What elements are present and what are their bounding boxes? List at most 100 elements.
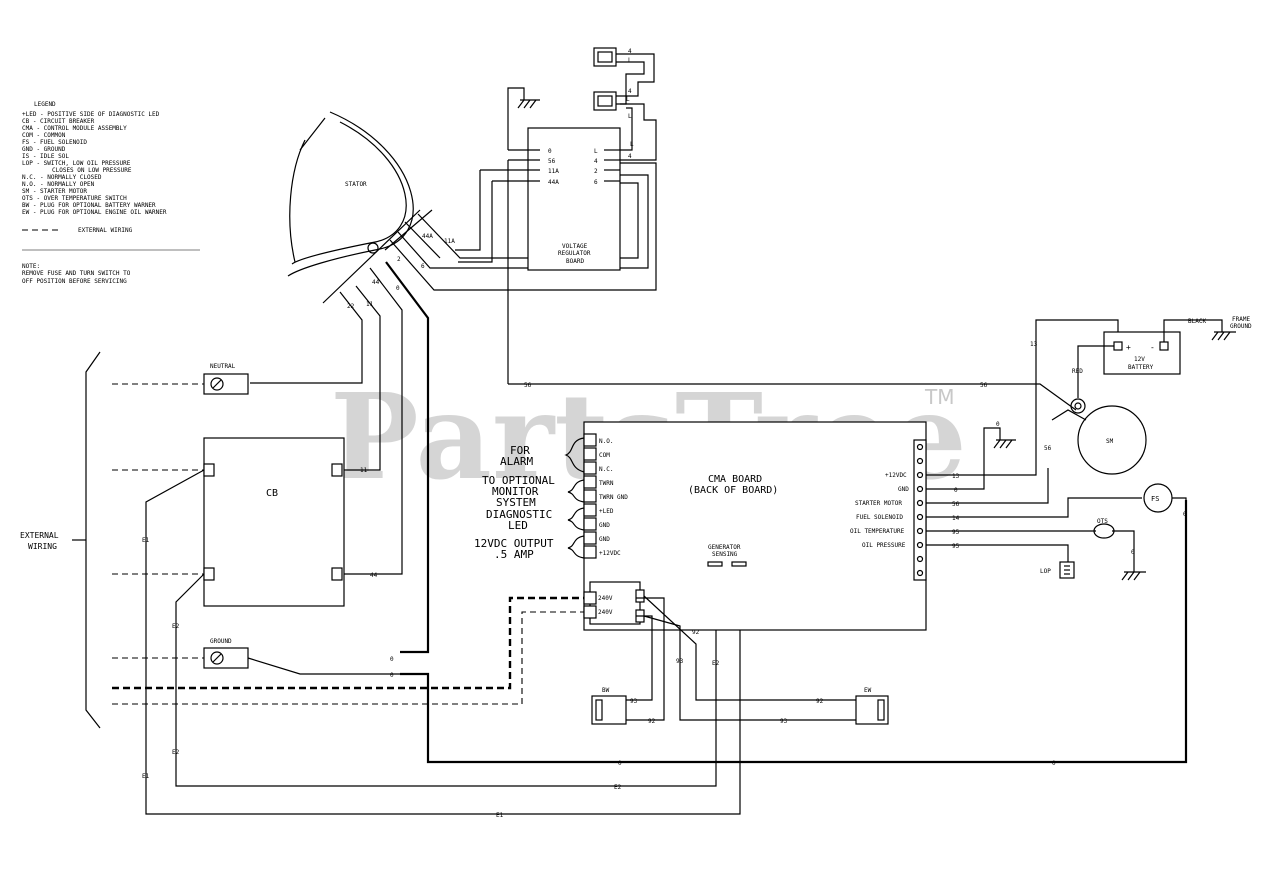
wire-label: 93 [630,698,638,705]
wire-label: 0 [1052,760,1056,767]
connector-label: 4 [628,88,632,95]
stator-top-edge [299,117,326,151]
diagnostic-label: DIAGNOSTIC [486,508,552,521]
note-title: NOTE: [22,263,40,270]
wire-0-main [400,500,1188,764]
wire-label: 0 [1183,511,1187,518]
vr-pin-label: 0 [548,148,552,155]
cma-board-subtitle: (BACK OF BOARD) [688,485,778,496]
legend-item: COM - COMMON [22,132,66,139]
wire-label: 11A [444,238,455,245]
wire-e2 [175,566,717,787]
frame-ground-label: GROUND [1230,323,1252,330]
screw-icon [210,651,224,665]
vr-pin-label: 6 [594,179,598,186]
legend-item: N.C. - NORMALLY CLOSED [22,174,102,181]
legend: LEGEND +LED - POSITIVE SIDE OF DIAGNOSTI… [22,101,200,285]
connector-label: L [626,96,630,103]
vr-pin-label: 44A [548,179,559,186]
stator-inner-arc [291,121,407,265]
wire-label: E1 [142,537,150,544]
wire-label: 13 [952,473,960,480]
wire-label: 14 [952,515,960,522]
brace-icon [567,535,585,559]
red-label: RED [1072,368,1083,375]
wire-13 [926,319,1119,476]
legend-item: OTS - OVER TEMPERATURE SWITCH [22,195,127,202]
wire-11a [455,170,481,251]
wire-label: 2 [397,256,401,263]
wire-44 [338,267,403,575]
generator-sensing-label: GENERATOR [708,544,741,551]
note-line2: OFF POSITION BEFORE SERVICING [22,278,127,285]
terminal [916,471,924,479]
cb-terminal [203,463,215,477]
wire-label: 95 [952,543,960,550]
terminal [916,513,924,521]
terminal [916,485,924,493]
wire-label: 0 [396,285,400,292]
terminal-label: GND [599,536,610,543]
terminal [916,527,924,535]
ew-plug-icon [877,699,885,721]
wire-14 [926,497,1142,518]
wire-44a [417,182,639,259]
stator-label: STATOR [345,181,367,188]
brace-icon [564,437,585,473]
wire-label: 0 [618,760,622,767]
terminal-label: GND [599,522,610,529]
neutral-label: NEUTRAL [210,363,236,370]
terminal [583,605,597,619]
stator-base-line [322,209,421,304]
terminal-label: COM [599,452,610,459]
sm-label: SM [1106,438,1114,445]
wire-label: 56 [980,382,988,389]
legend-item: GND - GROUND [22,146,66,153]
battery-plus: + [1126,343,1131,352]
cb-terminal [203,567,215,581]
wire-label: 92 [648,718,656,725]
wire-label: 92 [692,629,700,636]
wire-l-down [620,107,633,151]
vr-pin-label: 2 [594,168,598,175]
terminal [635,589,645,603]
wire-label: 11 [360,467,368,474]
wire-vr-ground [507,87,525,150]
terminal [583,591,597,605]
ground-icon [1121,571,1146,581]
bracket-line [85,351,101,729]
ground-label: GROUND [210,638,232,645]
monitor-label: MONITOR [492,485,539,498]
output-label: 12VDC OUTPUT [474,537,554,550]
wire-92-bw [626,597,665,721]
plug-connectors: 4 L 4 L L L 4 [593,47,657,161]
note-line1: REMOVE FUSE AND TURN SWITCH TO [22,270,131,277]
wire-label: 13 [1030,341,1038,348]
terminal-label: STARTER MOTOR [855,500,902,507]
terminal [916,541,924,549]
cma-right-terminals: +12VDC GND STARTER MOTOR FUEL SOLENOID O… [850,439,927,581]
240v-block-box [589,581,641,625]
wire-label: 6 [421,263,425,270]
terminal [583,447,597,461]
wire-gnd [926,427,1001,490]
ground-icon [517,99,540,109]
wire-label: 93 [676,658,684,665]
sensing-terminal [731,561,747,567]
terminal [916,457,924,465]
bw-ew-wiring: 92 93 93 92 92 93 BW EW [591,595,889,725]
wire-label: 0 [390,672,394,679]
battery [1103,331,1181,375]
alarm-label: ALARM [500,455,533,468]
wire-6 [389,162,657,291]
sensing-terminal [707,561,723,567]
wire-label: 95 [952,529,960,536]
legend-external-wiring: EXTERNAL WIRING [78,227,133,234]
ground-icon [1211,331,1236,341]
wire-56 [508,383,1077,411]
bw-label: BW [602,687,610,694]
screw-slot-icon [212,653,222,663]
wire-fs-ground [1172,497,1187,500]
vr-pin-label: 11A [548,168,559,175]
wire-black [1163,319,1223,342]
